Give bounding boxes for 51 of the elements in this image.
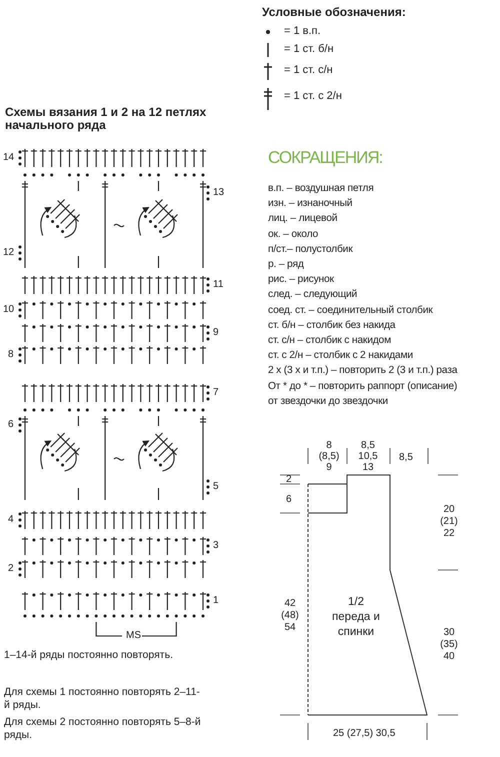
dimension-label: 8 (8,5) 9 xyxy=(318,440,340,473)
instruction-text: Для схемы 2 постоянно повторять 5–8-й ряды. xyxy=(4,716,202,742)
row-number: 1 xyxy=(213,594,219,607)
abbreviation-text: изн. – изнаночный xyxy=(268,197,352,210)
pattern-piece xyxy=(306,473,430,718)
instruction-text: 1–14-й ряды постоянно повторять. xyxy=(4,649,173,662)
legend-text: = 1 ст. б/н xyxy=(284,43,334,56)
abbreviation-text: р. – ряд xyxy=(268,258,304,271)
abbreviation-text: ст. с/н – столбик с накидом xyxy=(268,334,391,347)
abbreviation-text: след. – следующий xyxy=(268,288,358,302)
row-number: 13 xyxy=(213,186,224,199)
dimension-label: 2 xyxy=(286,473,292,486)
dimension-label: 42 (48) 54 xyxy=(280,598,300,634)
abbreviation-text: От * до * – повторить раппорт (описание) xyxy=(268,380,458,393)
repeat-marker: MS xyxy=(126,629,141,642)
dimension-label: 8,5 xyxy=(399,451,413,464)
legend-text: = 1 ст. с/н xyxy=(284,64,333,77)
abbreviation-text: от звездочки до звездочки xyxy=(268,394,388,408)
row-number: 9 xyxy=(213,326,219,339)
row-number: 2 xyxy=(8,562,14,575)
row-number: 7 xyxy=(213,386,219,399)
dimension-label: 30 (35) 40 xyxy=(439,627,459,663)
row-number: 11 xyxy=(213,278,224,291)
abbreviation-text: соед. ст. – соединительный столбик xyxy=(268,304,433,317)
abbreviation-text: ок. – около xyxy=(268,228,318,241)
row-number: 8 xyxy=(8,348,14,361)
abbreviation-text: лиц. – лицевой xyxy=(268,212,338,226)
abbreviation-text: ст. б/н – столбик без накида xyxy=(268,318,396,332)
row-number: 12 xyxy=(3,246,14,259)
dimension-label: 6 xyxy=(286,493,292,506)
row-number: 4 xyxy=(8,513,14,526)
row-number: 10 xyxy=(3,303,14,316)
section-heading: СОКРАЩЕНИЯ: xyxy=(268,148,382,168)
row-number: 6 xyxy=(8,418,14,431)
legend-text: = 1 ст. с 2/н xyxy=(284,90,342,103)
dimension-label: 25 (27,5) 30,5 xyxy=(333,727,396,740)
abbreviation-text: 2 x (3 x и т.п.) – повторить 2 (3 и т.п.) раза xyxy=(268,364,458,378)
chart-title: Схемы вязания 1 и 2 на 12 петлях начального ряда xyxy=(5,106,208,132)
row-number: 5 xyxy=(213,480,219,493)
dimension-label: 8,5 10,5 13 xyxy=(357,440,379,473)
legend-title: Условные обозначения: xyxy=(262,6,406,19)
abbreviation-text: рис. – рисунок xyxy=(268,273,334,286)
legend-text: = 1 в.п. xyxy=(284,25,321,38)
row-number: 14 xyxy=(3,151,14,164)
abbreviation-text: в.п. – воздушная петля xyxy=(268,182,374,195)
abbreviation-text: ст. с 2/н – столбик с 2 накидами xyxy=(268,349,413,362)
dimension-label: 20 (21) 22 xyxy=(439,504,459,540)
instruction-text: Для схемы 1 постоянно повторять 2–11-й ряды. xyxy=(4,686,201,712)
abbreviation-text: п/ст.– полустолбик xyxy=(268,242,353,256)
piece-label: 1/2 переда и спинки xyxy=(331,595,381,640)
row-number: 3 xyxy=(213,539,219,552)
